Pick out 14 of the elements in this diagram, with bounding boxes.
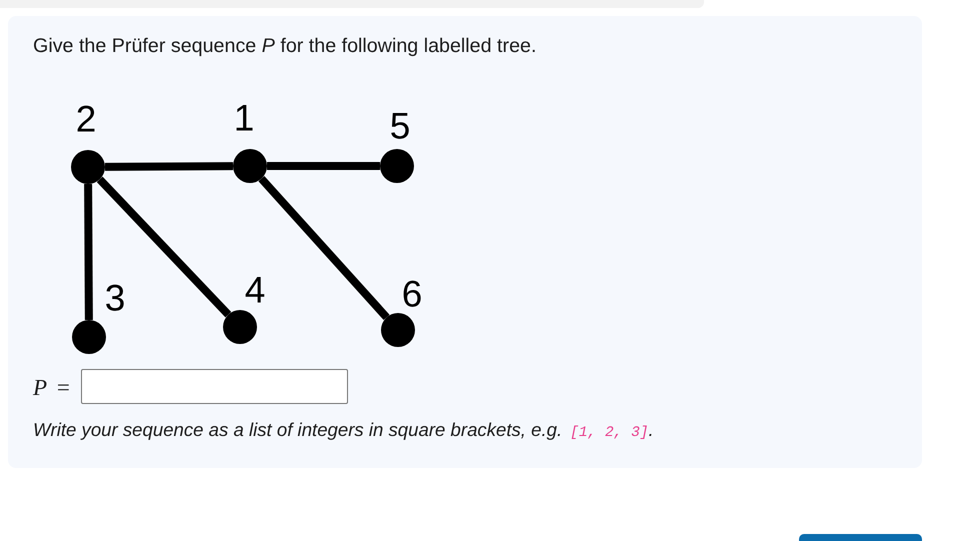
question-text: Give the Prüfer sequence P for the following labelled tree.	[33, 35, 536, 58]
tree-edge	[104, 162, 234, 171]
vertex-label: 6	[402, 276, 422, 312]
tree-edge	[258, 176, 390, 320]
tree-edge	[96, 176, 232, 318]
vertex-label: 4	[244, 272, 266, 308]
tree-edge	[84, 184, 93, 320]
code-snippet: [1, 2, 3]	[570, 425, 648, 441]
tree-edge	[267, 162, 380, 170]
vertex-label: 3	[104, 280, 126, 316]
vertex-label: 1	[234, 100, 254, 136]
vertex-label: 2	[76, 100, 96, 138]
vertex-label: 5	[390, 108, 410, 144]
math-label: P =	[33, 376, 70, 399]
